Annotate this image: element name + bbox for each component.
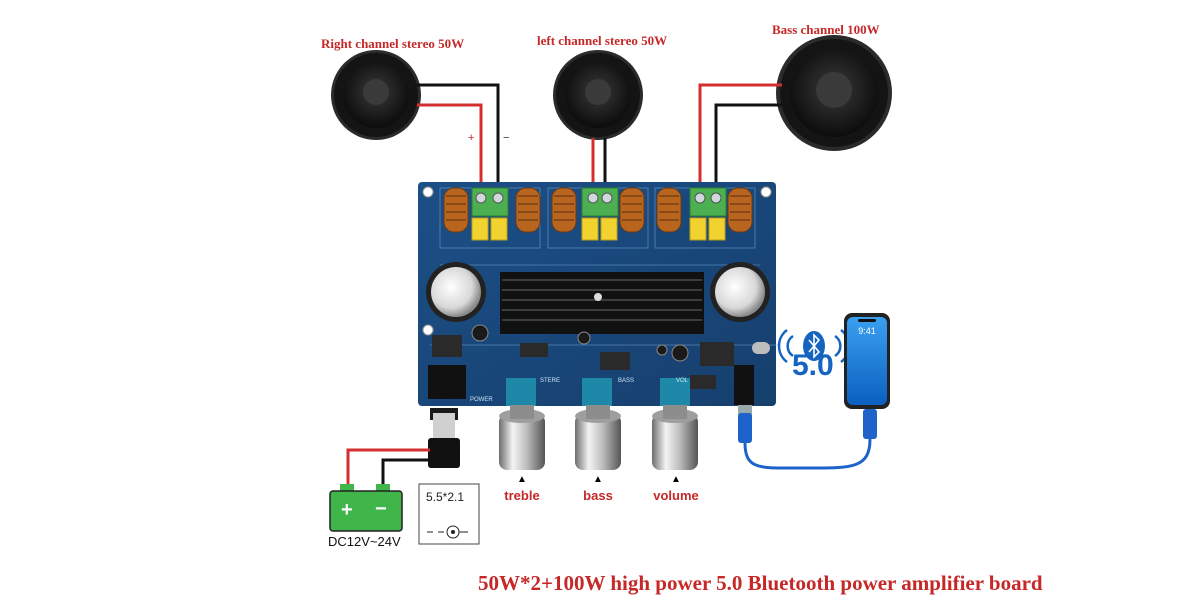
bass-speaker-label: Bass channel 100W: [772, 22, 880, 37]
caption: 50W*2+100W high power 5.0 Bluetooth powe…: [478, 571, 1043, 595]
battery-plus: +: [341, 499, 353, 521]
potentiometer-bodies: [506, 378, 690, 406]
smartphone: [844, 313, 890, 409]
bass-speaker: [776, 35, 892, 151]
volume-knob[interactable]: [652, 405, 698, 470]
left-speaker-label: left channel stereo 50W: [537, 33, 668, 48]
silk-bass: BASS: [618, 378, 635, 384]
silk-stere: STERE: [540, 378, 561, 384]
right-speaker: [331, 50, 421, 140]
board-power-jack: [428, 365, 466, 399]
film-capacitors: [471, 217, 726, 241]
electrolytic-capacitors: [426, 262, 770, 322]
dc-power-plug: [428, 408, 460, 468]
bass-label: bass: [583, 488, 613, 503]
treble-knob[interactable]: [499, 405, 545, 470]
battery-minus: −: [375, 498, 387, 520]
inductors: [443, 187, 753, 233]
bluetooth-icon: [777, 329, 851, 363]
polarity-symbol-icon: [427, 525, 468, 539]
silk-vol: VOL: [676, 378, 689, 384]
terminal-blocks: [471, 187, 727, 217]
treble-arrow: ▲: [517, 474, 527, 485]
heatsink: [500, 272, 704, 334]
voltage-label: DC12V~24V: [328, 534, 401, 549]
bluetooth-version: 5.0: [792, 349, 834, 382]
phone-time: 9:41: [858, 326, 876, 336]
battery: [329, 484, 403, 532]
silk-power: POWER: [470, 397, 493, 403]
amplifier-board: [418, 182, 780, 406]
jack-size-label: 5.5*2.1: [426, 490, 465, 504]
treble-label: treble: [504, 488, 540, 503]
aux-jack: [734, 365, 754, 405]
volume-arrow: ▲: [671, 474, 681, 485]
bass-knob[interactable]: [575, 405, 621, 470]
minus-mark: −: [503, 132, 510, 144]
aux-cable: [738, 405, 877, 470]
volume-label: volume: [653, 488, 699, 503]
plus-mark: +: [468, 132, 475, 144]
jack-spec-box: [418, 483, 480, 545]
bass-arrow: ▲: [593, 474, 603, 485]
right-speaker-label: Right channel stereo 50W: [321, 36, 465, 51]
left-speaker: [553, 50, 643, 140]
battery-wires: [346, 448, 430, 492]
